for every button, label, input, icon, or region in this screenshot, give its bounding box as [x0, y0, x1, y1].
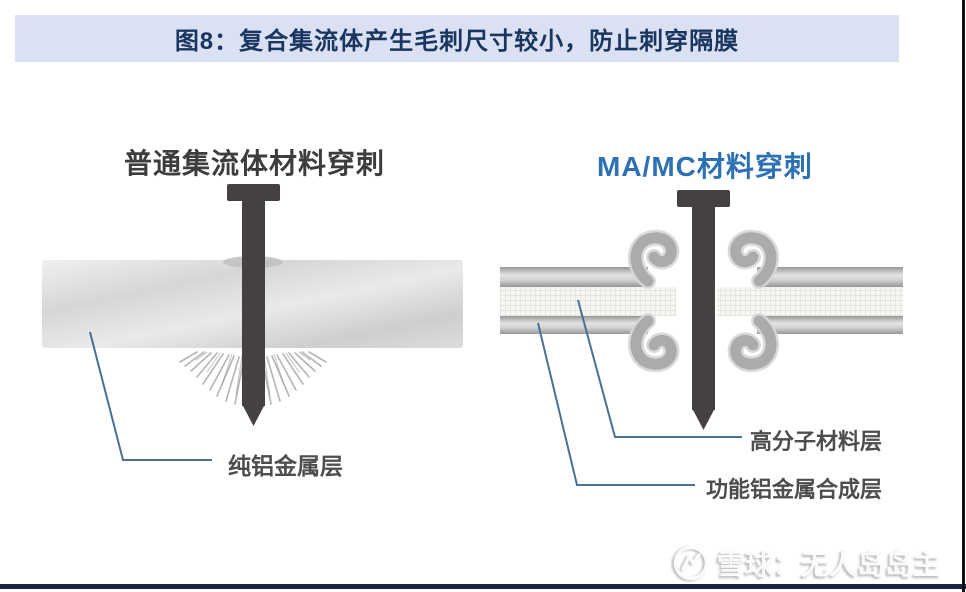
xueqiu-logo-icon	[673, 545, 709, 581]
nail-icon	[677, 190, 730, 430]
right-edge-border	[962, 0, 965, 592]
figure-title: 图8：复合集流体产生毛刺尺寸较小，防止刺穿隔膜	[174, 28, 740, 55]
curl-top-left	[630, 232, 677, 287]
leader-line-polymer	[577, 299, 742, 438]
left-puncture-diagram	[42, 184, 463, 461]
figure-title-bar: 图8：复合集流体产生毛刺尺寸较小，防止刺穿隔膜	[15, 15, 899, 62]
metal-layer-bottom-left	[500, 316, 648, 334]
burr-spikes	[179, 351, 327, 405]
metal-layer-top-left	[500, 267, 648, 287]
metal-layer-top-right	[757, 267, 903, 287]
bottom-divider-bar	[0, 584, 966, 589]
polymer-layer-left	[500, 287, 676, 316]
curl-bottom-right	[730, 315, 777, 370]
right-diagram-heading: MA/MC材料穿刺	[597, 151, 813, 182]
left-diagram-heading: 普通集流体材料穿刺	[124, 148, 386, 179]
label-polymer-layer: 高分子材料层	[750, 429, 883, 454]
nail-icon	[227, 184, 280, 426]
label-pure-aluminum-layer: 纯铝金属层	[228, 453, 343, 479]
leader-line-functional-al	[537, 322, 695, 486]
watermark: 雪球：无人岛岛主	[672, 543, 941, 583]
label-functional-aluminum-layer: 功能铝金属合成层	[706, 477, 883, 502]
watermark-text: 雪球：无人岛岛主	[717, 549, 942, 580]
right-puncture-diagram	[500, 190, 903, 486]
metal-curls	[627, 229, 780, 373]
burr-spikes-faint	[195, 351, 311, 396]
leader-line-pure-al	[89, 331, 212, 461]
polymer-layer-right	[717, 287, 903, 316]
curl-bottom-left	[630, 315, 677, 370]
metal-layer-bottom-right	[757, 316, 903, 334]
curl-top-right	[730, 232, 777, 287]
